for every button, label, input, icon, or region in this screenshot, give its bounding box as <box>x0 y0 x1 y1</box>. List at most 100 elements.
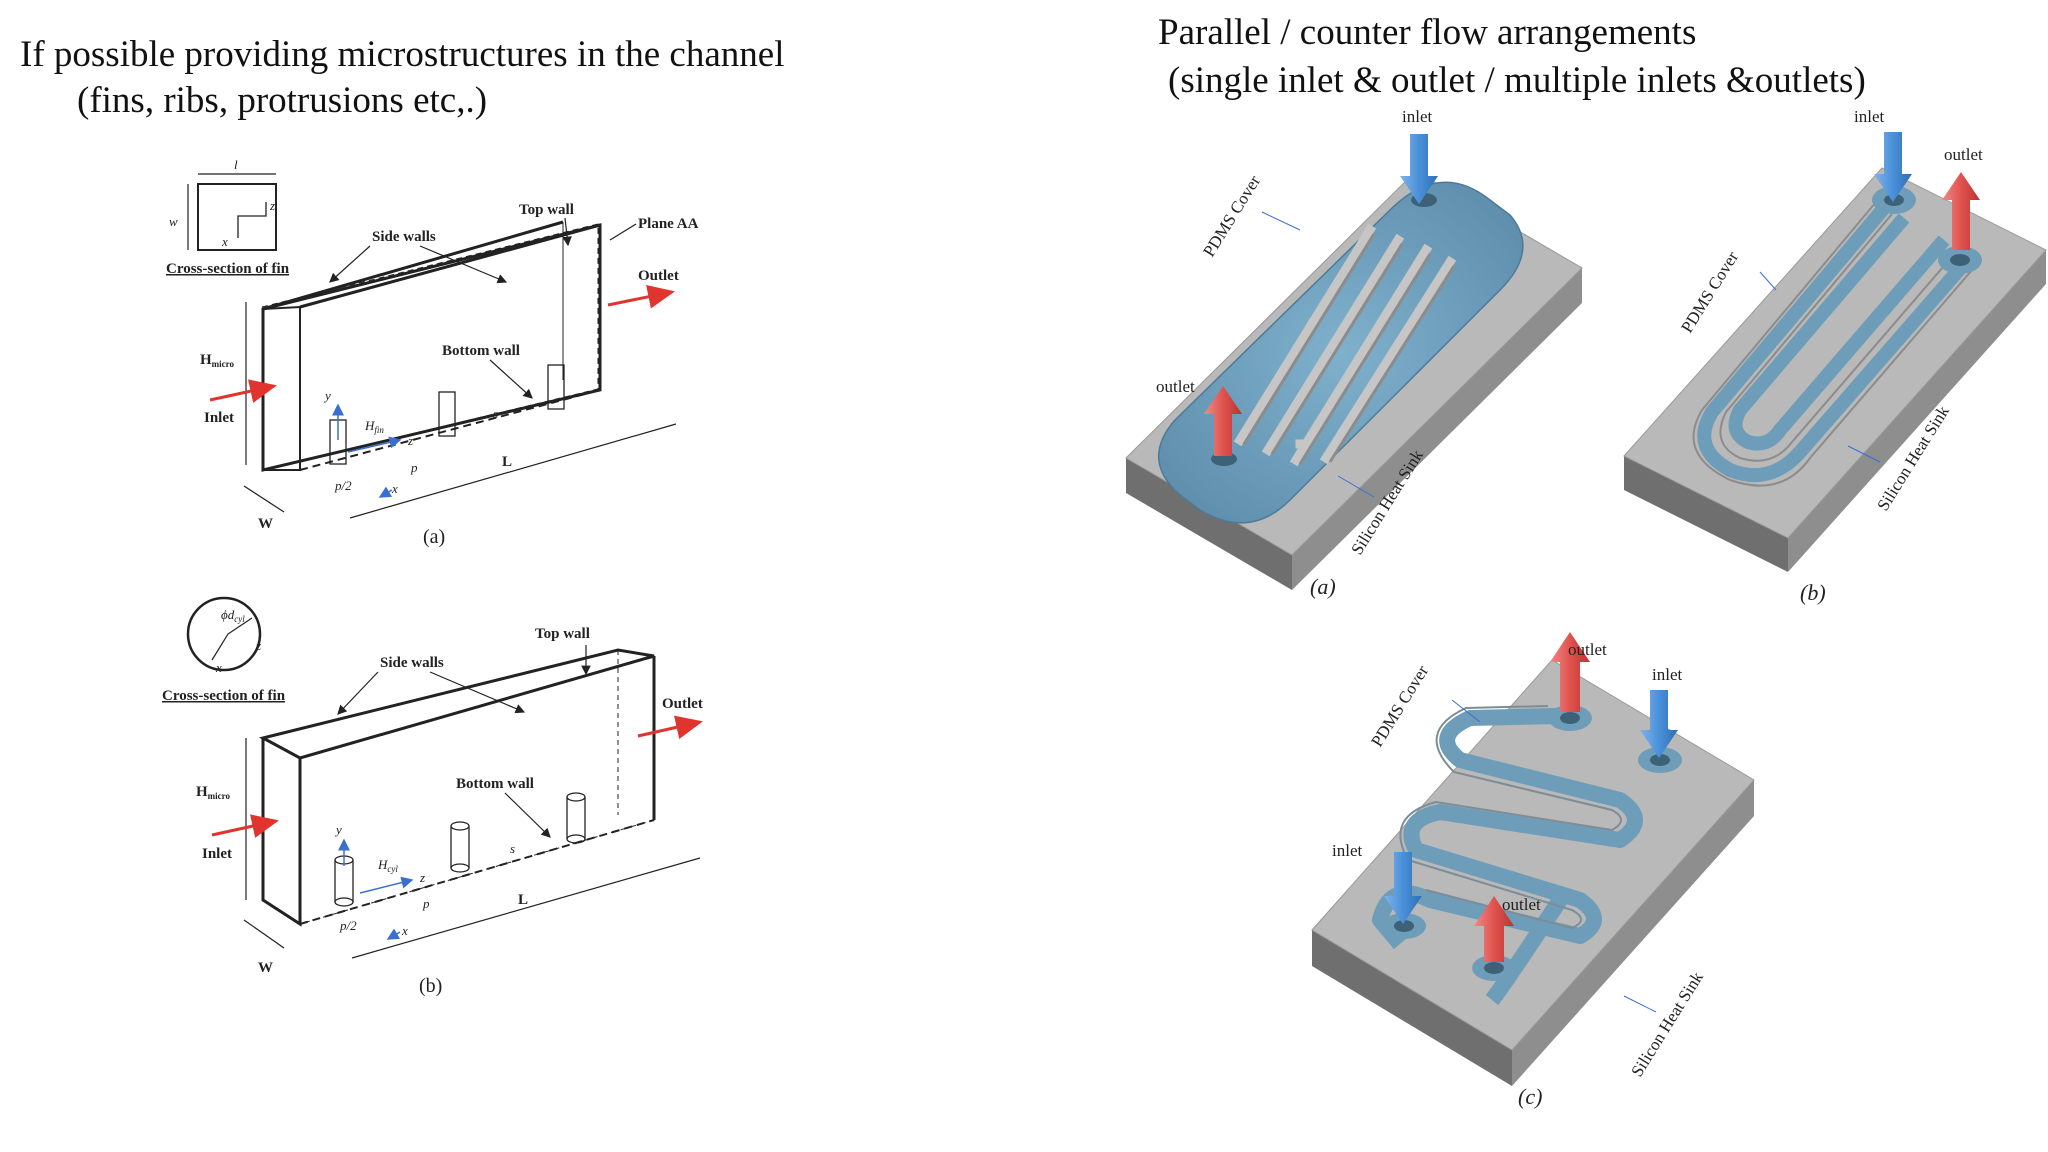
inlet-label-dev-c-top: inlet <box>1652 665 1682 684</box>
port-c-4 <box>1484 962 1504 974</box>
top-wall-pointer-a <box>562 217 572 247</box>
inlet-label-b: Inlet <box>202 846 232 862</box>
caption-dev-c: (c) <box>1518 1084 1542 1109</box>
plane-aa-label: Plane AA <box>638 216 699 232</box>
side-walls-pointer-a1 <box>329 245 371 283</box>
side-walls-pointer-a2 <box>419 245 508 284</box>
left-panel: If possible providing microstructures in… <box>20 34 784 997</box>
outlet-label-b: Outlet <box>662 696 703 712</box>
caption-dev-a: (a) <box>1310 574 1336 599</box>
outlet-arrow-3d-b <box>1942 172 1980 250</box>
h-cyl-label-b: Hcyl <box>377 857 398 874</box>
inlet-arrow-b <box>211 814 279 838</box>
outlet-label-dev-c-bottom: outlet <box>1502 895 1541 914</box>
W-dim-a <box>243 485 285 513</box>
axis-y-a: y <box>323 388 331 403</box>
inlet-label-dev-a: inlet <box>1402 107 1432 126</box>
silicon-label-dev-c: Silicon Heat Sink <box>1627 968 1707 1080</box>
pdms-pointer-a <box>1261 211 1301 231</box>
outlet-port-b <box>1950 254 1970 266</box>
block-b-front <box>1624 456 1788 572</box>
serpentine-c-walls <box>1399 705 1622 930</box>
L-label-b: L <box>518 892 528 908</box>
W-label-a: W <box>258 516 273 532</box>
cylinders-b <box>334 792 586 907</box>
serpentine-b-walls <box>1692 201 1973 487</box>
port-c-1 <box>1560 712 1580 724</box>
outlet-label-dev-b: outlet <box>1944 145 1983 164</box>
cs-axis-z: z <box>269 198 275 213</box>
pdms-pointer-c <box>1451 699 1481 723</box>
channel-bottom-dash <box>299 389 601 471</box>
cross-section-label-a: Cross-section of fin <box>166 261 290 277</box>
silicon-pointer-a <box>1337 475 1375 498</box>
inlet-label-dev-b: inlet <box>1854 107 1884 126</box>
channel-top-edge <box>262 220 564 311</box>
z-label-b: z <box>419 870 425 885</box>
channel-bottom-dash-b <box>299 819 655 925</box>
silicon-pointer-b <box>1847 445 1881 463</box>
outlet-arrow-b <box>637 715 703 739</box>
bottom-wall-pointer-b <box>504 792 551 838</box>
x-label-b: x <box>401 923 408 938</box>
outlet-arrow-a <box>607 285 675 309</box>
cross-section-square <box>197 183 277 251</box>
block-b-side <box>1788 250 2046 572</box>
inlet-arrow-3d-a <box>1400 134 1438 204</box>
port-c-2 <box>1650 754 1670 766</box>
pdms-label-dev-b: PDMS Cover <box>1677 248 1742 336</box>
L-label-a: L <box>502 454 512 470</box>
right-heading-line1: Parallel / counter flow arrangements <box>1158 12 1696 53</box>
pdms-pointer-b <box>1759 271 1777 291</box>
silicon-pointer-c <box>1623 995 1657 1013</box>
right-panel: Parallel / counter flow arrangements (si… <box>1125 12 2047 1109</box>
outlet-label-a: Outlet <box>638 268 679 284</box>
device-c: outlet inlet inlet outlet PDMS Cover Sil… <box>1311 632 1755 1109</box>
p-label-a: p <box>410 460 418 475</box>
inlet-arrow-3d-b <box>1874 132 1912 202</box>
outlet-label-dev-c-top: outlet <box>1568 640 1607 659</box>
pdms-label-dev-c: PDMS Cover <box>1367 662 1432 750</box>
W-label-b: W <box>258 960 273 976</box>
cross-section-circle <box>186 596 262 672</box>
device-b: inlet outlet PDMS Cover Silicon Heat Sin… <box>1623 107 2047 605</box>
L-dim-a <box>349 423 677 519</box>
fin-diagram-a: l w z x Cross-section of fin Top wa <box>166 157 699 548</box>
outlet-arrow-3d-c-bottom <box>1474 896 1514 962</box>
device-a: inlet outlet PDMS Cover Silicon Heat Sin… <box>1125 107 1583 599</box>
h-micro-label-b: Hmicro <box>196 784 230 801</box>
outlet-label-dev-a: outlet <box>1156 377 1195 396</box>
p2-label-a: p/2 <box>334 478 352 493</box>
dim-w-label: w <box>169 214 178 229</box>
fins-a <box>329 364 565 465</box>
x-arrow-a <box>378 486 393 498</box>
caption-b-left: (b) <box>419 975 442 997</box>
fin-diagram-b: ϕdcyl z x Cross-section of fin Top wall … <box>162 596 703 997</box>
outlet-arrow-3d-a <box>1204 386 1242 456</box>
left-heading-line2: (fins, ribs, protrusions etc,.) <box>77 80 487 121</box>
inlet-label-dev-c-left: inlet <box>1332 841 1362 860</box>
plane-aa-pointer <box>609 223 637 241</box>
caption-a-left: (a) <box>423 526 445 548</box>
cs-axis-x: x <box>221 234 228 249</box>
h-micro-label-a: Hmicro <box>200 352 234 369</box>
inlet-arrow-3d-c-top <box>1640 690 1678 758</box>
port-c-3 <box>1394 920 1414 932</box>
side-walls-pointer-b1 <box>337 671 379 715</box>
block-c-front <box>1312 930 1512 1086</box>
channel-front-left-b <box>261 738 302 927</box>
side-walls-pointer-b2 <box>429 671 526 714</box>
cs-axes <box>237 202 267 238</box>
channel-left-face <box>262 305 301 471</box>
bottom-wall-label-b: Bottom wall <box>456 776 534 792</box>
inlet-arrow-3d-c-left <box>1384 852 1422 924</box>
serpentine-b <box>1697 203 1970 483</box>
L-dim-b <box>351 857 701 959</box>
channel-a-ribs <box>1233 223 1457 467</box>
outlet-arrow-3d-c-top <box>1550 632 1590 712</box>
cs-axes-b <box>211 617 253 661</box>
z-arrow-a <box>347 436 402 453</box>
channel-front-face-b <box>258 648 655 760</box>
top-wall-label-a: Top wall <box>519 202 574 218</box>
